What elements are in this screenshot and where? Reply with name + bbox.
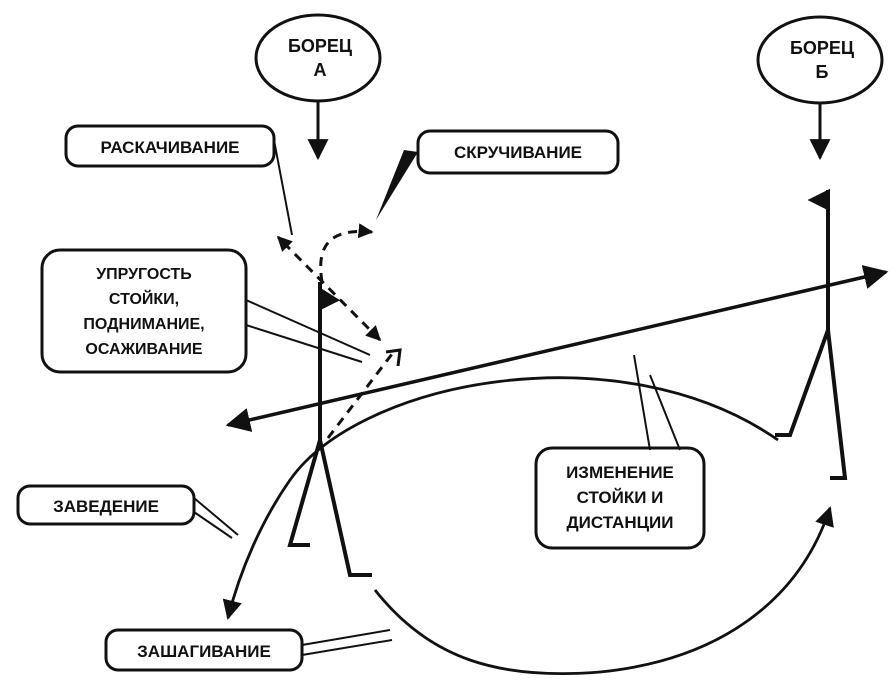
label-elasticity-line1: УПРУГОСТЬ (96, 266, 192, 283)
wrestler-a-node: БОРЕЦ А (254, 13, 382, 103)
stepping-curve-arrow (373, 506, 834, 676)
distance-double-arrow (225, 265, 889, 432)
label-change-line2: СТОЙКИ И (577, 488, 664, 507)
label-elasticity-line4: ОСАЖИВАНИЕ (85, 341, 202, 358)
rocking-dashed-arrow (276, 235, 382, 342)
wrestler-b-letter: Б (816, 62, 829, 82)
lift-dashed-line (326, 353, 394, 439)
label-elasticity-line3: ПОДНИМАНИЕ, (83, 316, 204, 333)
wrestler-b-node: БОРЕЦ Б (756, 15, 884, 105)
twisting-dashed-arrow (319, 223, 374, 283)
label-rocking-text: РАСКАЧИВАНИЕ (100, 138, 239, 157)
label-twisting-text: СКРУЧИВАНИЕ (454, 143, 582, 162)
label-stepping: ЗАШАГИВАНИЕ (104, 628, 393, 672)
label-change-line1: ИЗМЕНЕНИЕ (566, 463, 674, 482)
label-change-stance: ИЗМЕНЕНИЕ СТОЙКИ И ДИСТАНЦИИ (534, 354, 706, 550)
label-elasticity-line2: СТОЙКИ, (109, 289, 179, 308)
label-elasticity: УПРУГОСТЬ СТОЙКИ, ПОДНИМАНИЕ, ОСАЖИВАНИЕ (40, 248, 371, 374)
wrestler-b-title: БОРЕЦ (790, 38, 855, 58)
label-stepping-text: ЗАШАГИВАНИЕ (137, 642, 271, 661)
label-rocking: РАСКАЧИВАНИЕ (64, 124, 293, 236)
wrestler-a-letter: А (314, 60, 327, 80)
label-leading-text: ЗАВЕДЕНИЕ (53, 497, 159, 516)
wrestler-b-figure (775, 188, 848, 480)
label-twisting: СКРУЧИВАНИЕ (376, 129, 620, 220)
wrestler-a-title: БОРЕЦ (288, 36, 353, 56)
label-change-line3: ДИСТАНЦИИ (567, 513, 674, 532)
label-leading: ЗАВЕДЕНИЕ (16, 484, 239, 539)
leading-curve-arrow (222, 376, 779, 620)
lift-small-marker (385, 348, 402, 367)
